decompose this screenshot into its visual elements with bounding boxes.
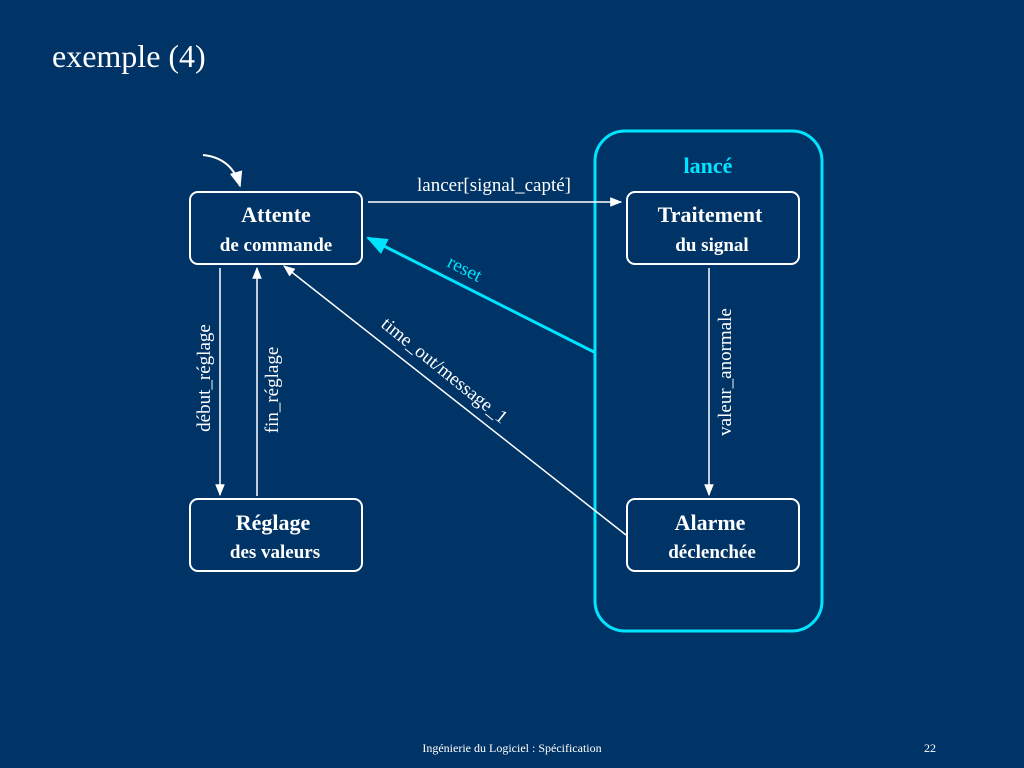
slide-footer: Ingénierie du Logiciel : Spécification [422, 741, 602, 755]
state-reglage-subtitle: des valeurs [230, 542, 320, 563]
transition-fin-reglage-label: fin_réglage [262, 347, 283, 434]
state-reglage-box [189, 498, 363, 572]
state-alarme: Alarme déclenchée [626, 498, 800, 572]
transition-debut-reglage-label: début_réglage [194, 324, 215, 432]
composite-state-label: lancé [684, 153, 733, 178]
state-reglage: Réglage des valeurs [189, 498, 363, 572]
slide-title: exemple (4) [52, 38, 206, 74]
state-alarme-box [626, 498, 800, 572]
composite-state-lance [593, 129, 824, 633]
state-attente: Attente de commande [189, 191, 363, 265]
state-reglage-title: Réglage [236, 510, 311, 535]
state-traitement-box [626, 191, 800, 265]
transition-timeout-arrow [283, 265, 627, 536]
state-traitement-subtitle: du signal [675, 235, 748, 256]
state-traitement: Traitement du signal [626, 191, 800, 265]
initial-transition-arrow [202, 154, 243, 188]
transition-reset-arrow [366, 236, 595, 354]
state-traitement-title: Traitement [658, 202, 763, 227]
state-attente-subtitle: de commande [220, 235, 332, 256]
state-alarme-subtitle: déclenchée [668, 542, 756, 563]
transition-timeout-label: time_out/message_1 [377, 314, 512, 429]
transition-lancer-label: lancer[signal_capté] [417, 175, 571, 196]
state-attente-title: Attente [241, 202, 311, 227]
transition-reset-label: reset [444, 252, 486, 287]
state-attente-box [189, 191, 363, 265]
page-number: 22 [924, 741, 936, 755]
transition-valeur-anormale-label: valeur_anormale [715, 308, 736, 436]
state-alarme-title: Alarme [675, 510, 746, 535]
